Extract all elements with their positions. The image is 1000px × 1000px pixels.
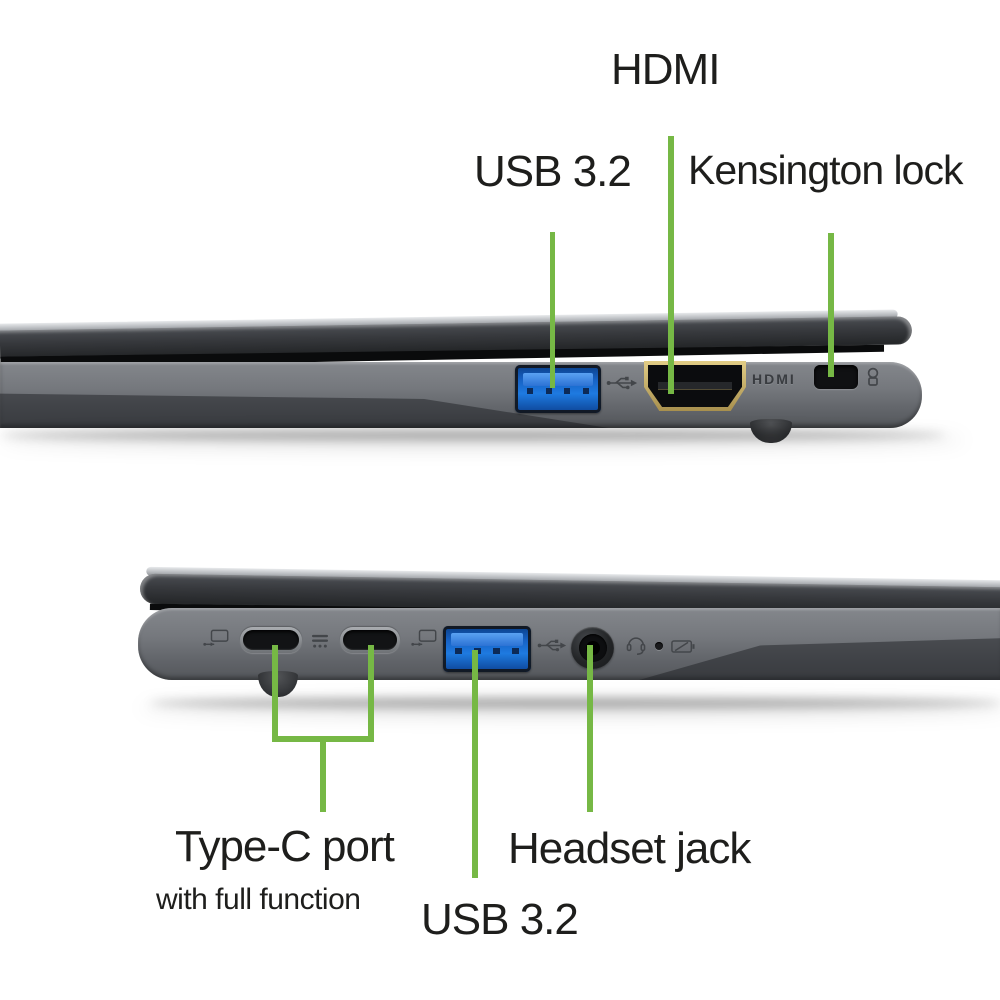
usb-a-tongue (450, 633, 524, 647)
chassis-shadow (150, 698, 1000, 708)
label-headset-jack: Headset jack (508, 824, 751, 873)
label-hdmi: HDMI (611, 45, 720, 94)
leader-line-usbc-2 (368, 645, 374, 742)
label-type-c-note: with full function (156, 883, 361, 916)
leader-line-usb32-right (550, 232, 555, 388)
usb-a-port-left-side (443, 626, 531, 672)
label-kensington-lock: Kensington lock (688, 147, 963, 193)
microphone-pinhole (655, 642, 663, 650)
chassis-shadow-soft (140, 700, 1000, 716)
label-usb32-right: USB 3.2 (474, 147, 632, 196)
chassis-shadow (0, 430, 945, 440)
hdmi-port-tongue (658, 382, 732, 389)
leader-line-kensington (828, 233, 834, 377)
usb-a-port-right-side (515, 365, 601, 413)
usb-c-port-2 (340, 627, 400, 653)
leader-line-hdmi (668, 136, 674, 394)
left-view-lid-group (139, 566, 1000, 713)
kensington-lock-slot (814, 365, 858, 389)
usb-displayport-icon (410, 629, 438, 647)
leader-line-headset (587, 645, 593, 812)
usb-trident-icon (537, 637, 567, 654)
headset-icon (626, 633, 646, 656)
label-usb32-left: USB 3.2 (421, 895, 579, 944)
usb-c-port-1 (240, 627, 302, 653)
hdmi-port (644, 361, 746, 411)
hdmi-chassis-marking: HDMI (752, 371, 796, 387)
battery-charge-icon (671, 639, 695, 654)
usb-a-pins (455, 648, 519, 654)
leader-line-usb32-left (472, 650, 478, 878)
usb-displayport-icon (202, 629, 230, 647)
chassis-body (138, 608, 1000, 680)
leader-bracket-usbc (272, 736, 374, 742)
usb-a-pins (527, 388, 589, 394)
usb-a-tongue (522, 372, 594, 387)
leader-stem-usbc (320, 742, 326, 812)
chassis-shadow-soft (0, 432, 965, 448)
power-delivery-icon (311, 634, 329, 650)
usb-trident-icon (606, 374, 638, 392)
leader-line-usbc-1 (272, 645, 278, 742)
chassis-body (0, 362, 922, 428)
kensington-lock-icon (863, 366, 883, 388)
label-type-c-port: Type-C port (175, 822, 395, 871)
